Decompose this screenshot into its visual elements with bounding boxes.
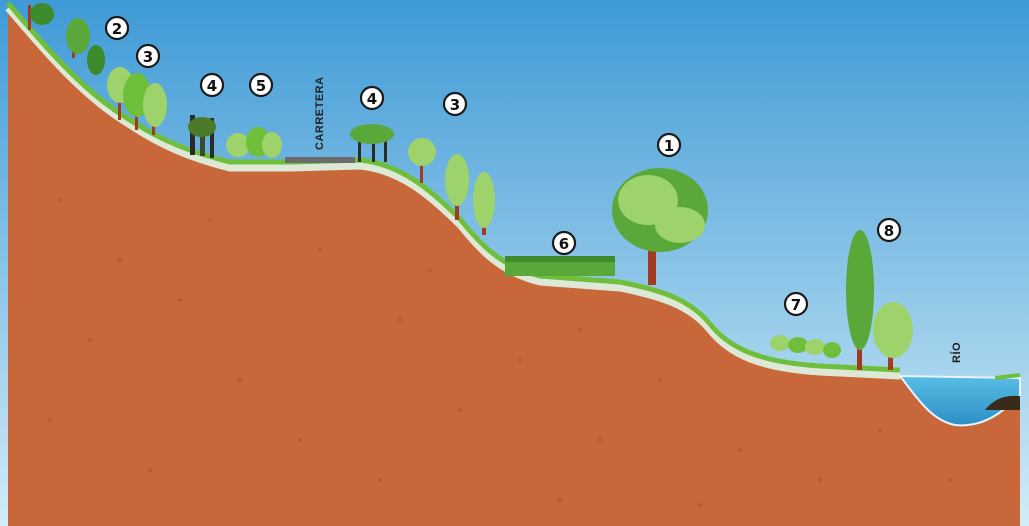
road-label: CARRETERA [314, 76, 326, 150]
vegetation-zone-6 [505, 256, 615, 276]
svg-text:3: 3 [143, 48, 153, 66]
svg-text:2: 2 [112, 20, 122, 38]
marker-5: 5 [250, 74, 272, 96]
river-label: RÍO [950, 342, 963, 363]
marker-7: 7 [785, 293, 807, 315]
marker-2: 2 [106, 17, 128, 39]
svg-text:4: 4 [207, 77, 217, 95]
marker-4-lower: 4 [361, 87, 383, 109]
marker-1: 1 [658, 134, 680, 156]
marker-8: 8 [878, 219, 900, 241]
vegetation-zone-4-upper [188, 115, 216, 158]
marker-6: 6 [553, 232, 575, 254]
svg-text:8: 8 [884, 222, 894, 240]
svg-text:3: 3 [450, 96, 460, 114]
marker-4-upper: 4 [201, 74, 223, 96]
svg-text:5: 5 [256, 77, 266, 95]
svg-text:1: 1 [664, 137, 674, 155]
svg-text:4: 4 [367, 90, 377, 108]
marker-3-upper: 3 [137, 45, 159, 67]
svg-text:7: 7 [791, 296, 801, 314]
svg-text:6: 6 [559, 235, 569, 253]
road-surface [285, 157, 355, 163]
marker-3-lower: 3 [444, 93, 466, 115]
